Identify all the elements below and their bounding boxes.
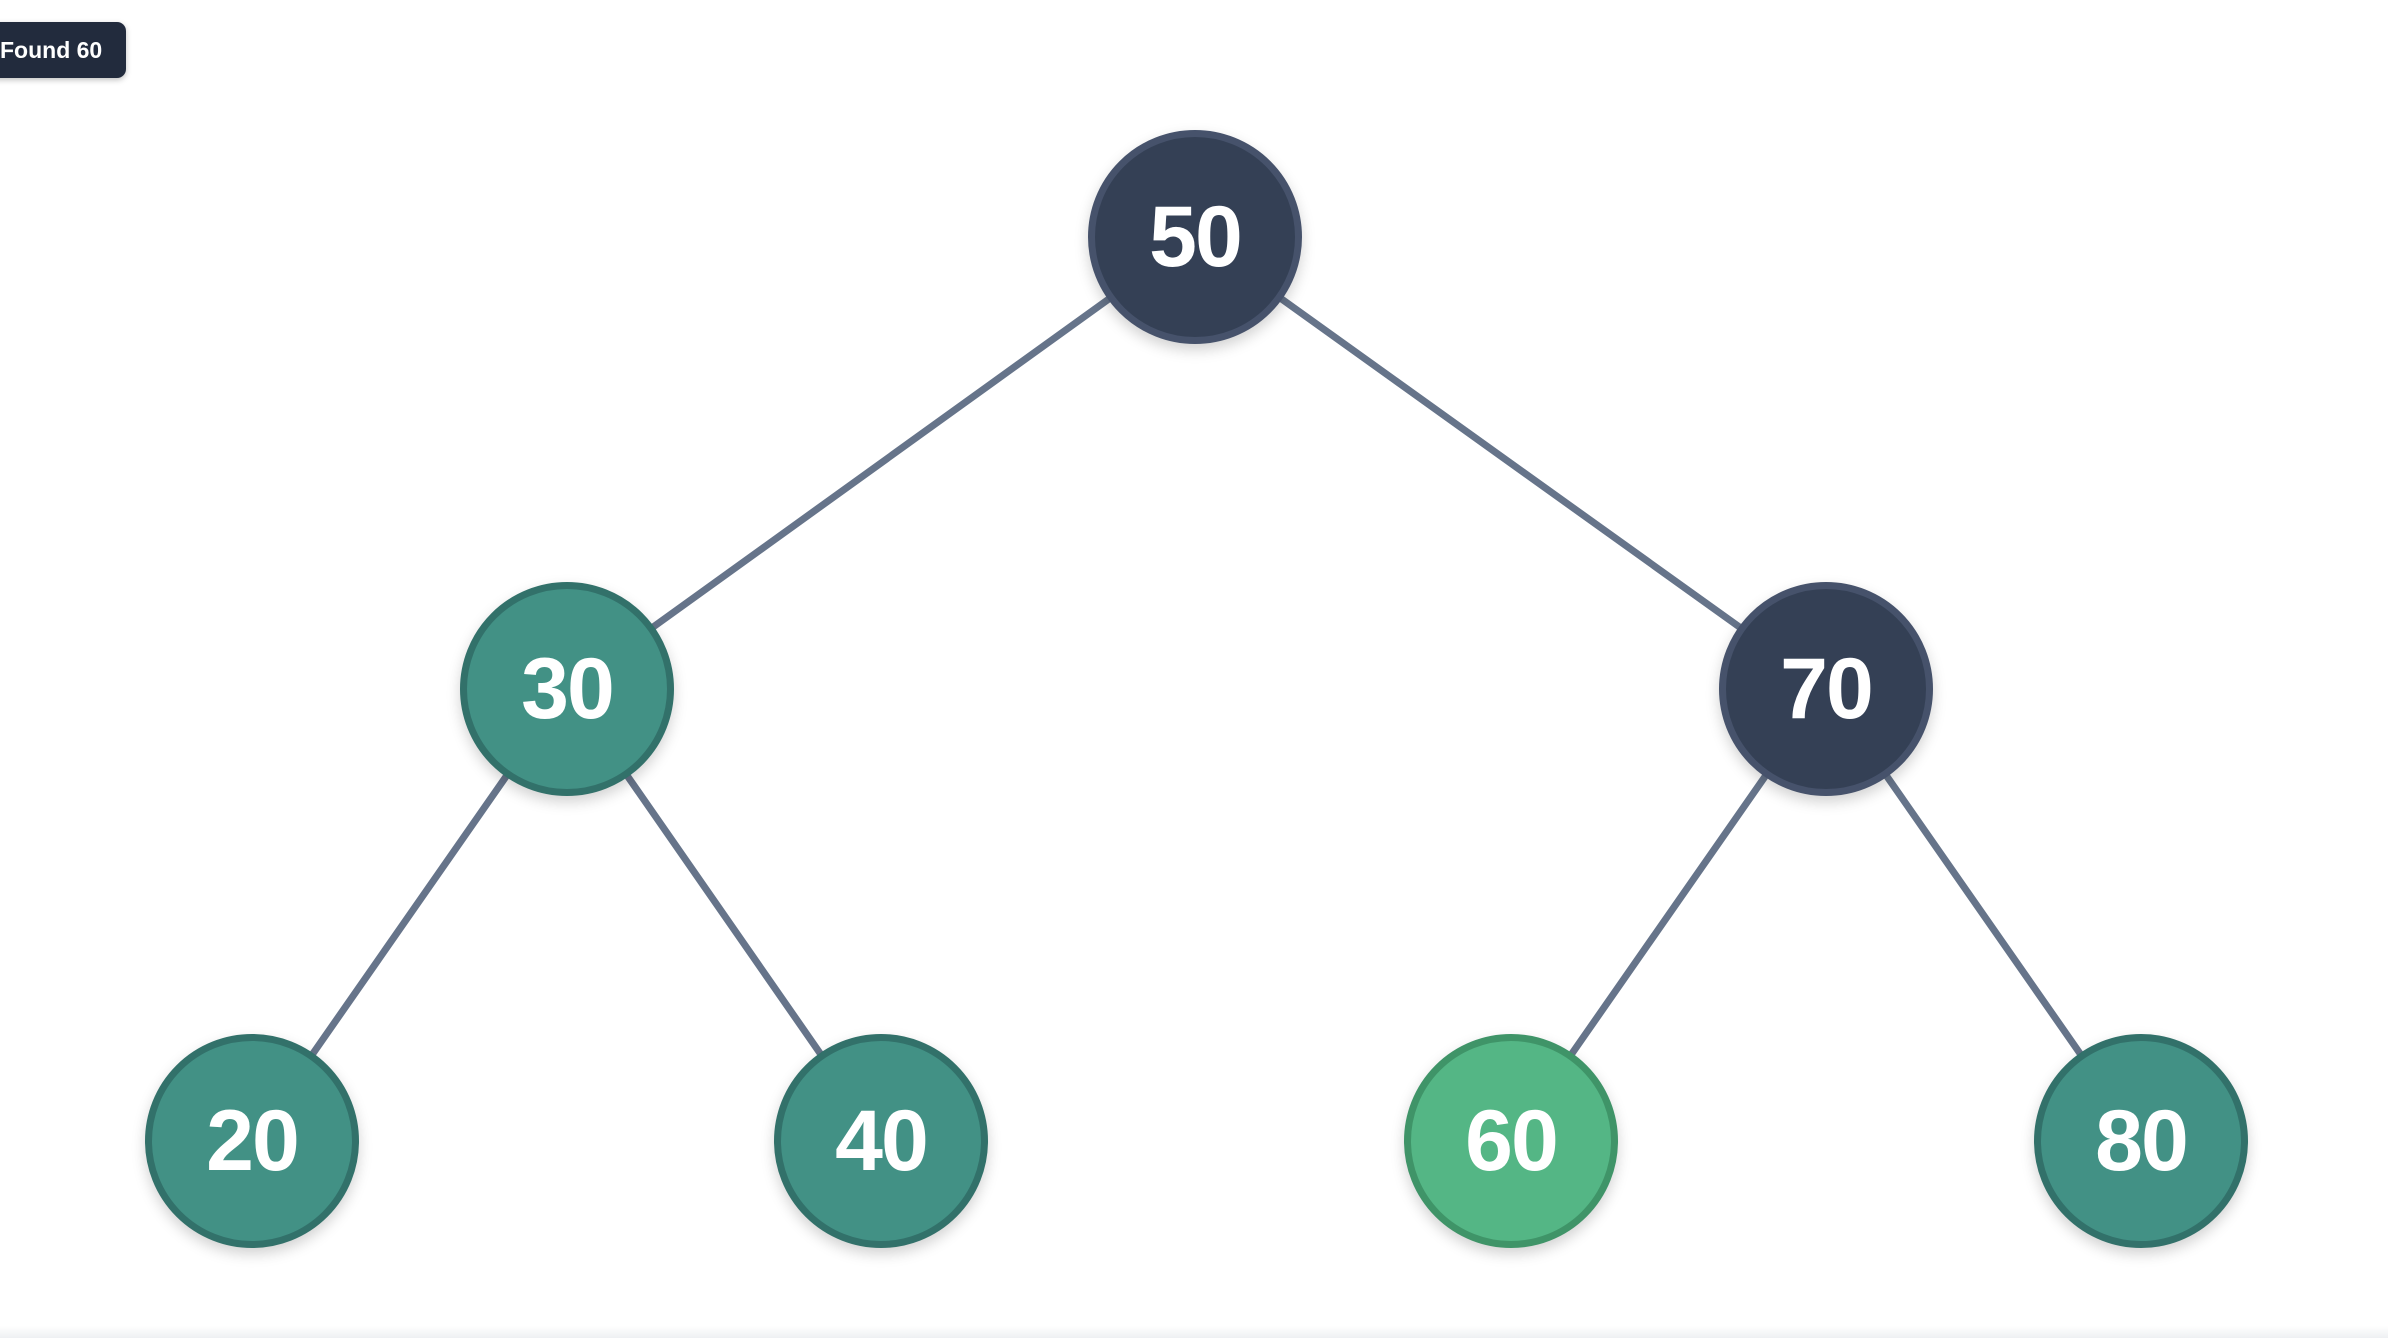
status-badge: Found 60 — [0, 22, 127, 78]
edge-50-30 — [563, 233, 1199, 693]
tree-node-40[interactable]: 40 — [774, 1034, 988, 1248]
bottom-divider — [0, 1326, 2388, 1338]
tree-node-60[interactable]: 60 — [1404, 1034, 1618, 1248]
edge-50-70 — [1191, 233, 1830, 693]
tree-node-80[interactable]: 80 — [2034, 1034, 2248, 1248]
tree-node-20[interactable]: 20 — [145, 1034, 359, 1248]
tree-node-30[interactable]: 30 — [460, 582, 674, 796]
tree-node-70[interactable]: 70 — [1719, 582, 1933, 796]
tree-node-50[interactable]: 50 — [1088, 130, 1302, 344]
